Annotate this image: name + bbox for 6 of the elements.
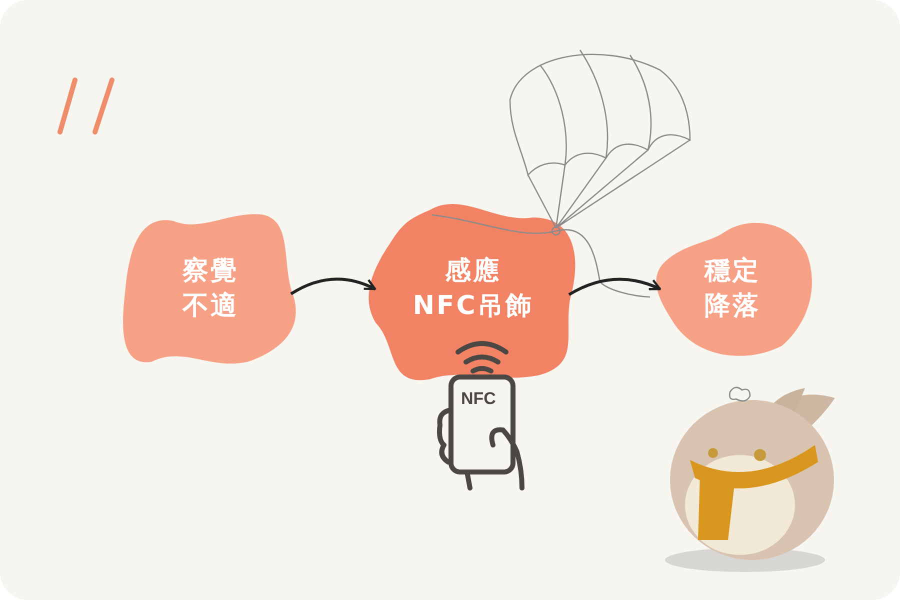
phone-label: NFC <box>461 389 496 409</box>
node-label: 感應NFC吊飾 <box>412 254 534 323</box>
curved-arrow <box>290 278 376 296</box>
node-label: 察覺不適 <box>182 254 238 323</box>
curved-arrow <box>568 278 662 296</box>
node-label: 穩定降落 <box>704 254 760 323</box>
